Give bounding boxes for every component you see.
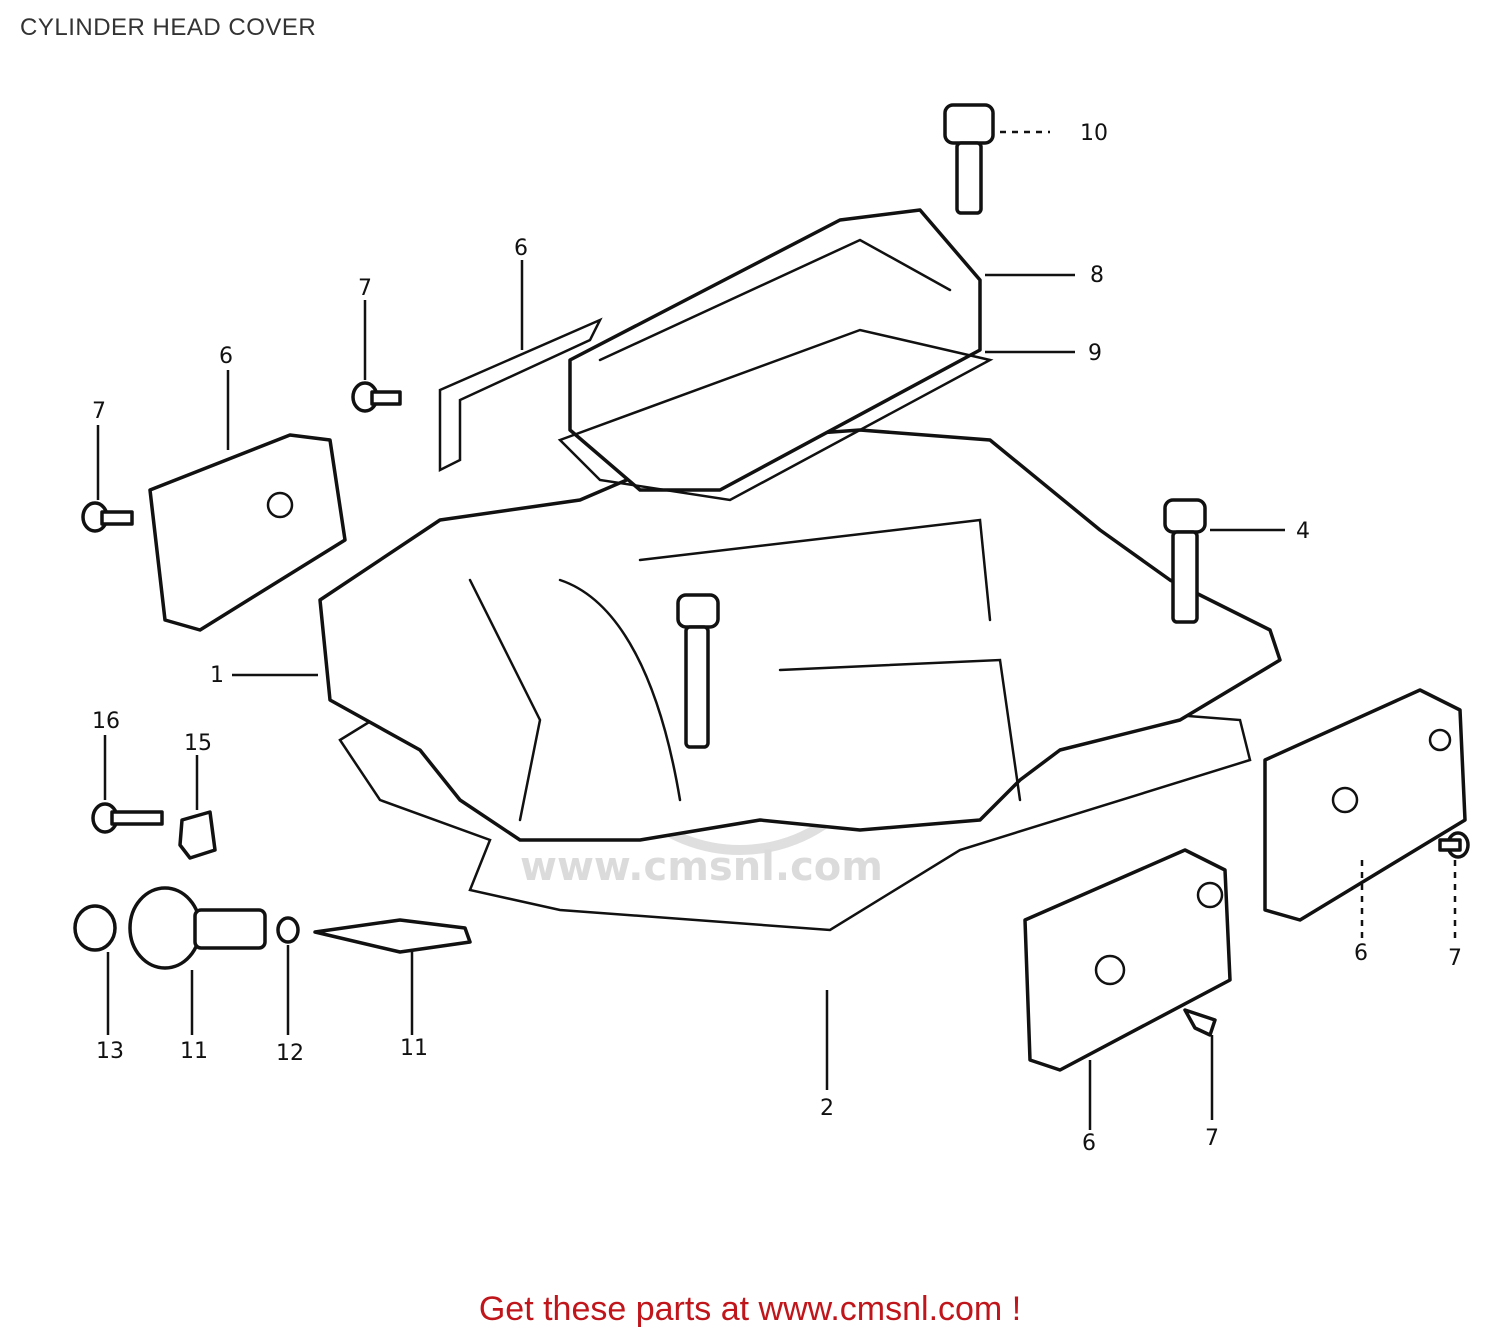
cover-rib-1 xyxy=(468,578,542,822)
callout-7-left: 7 xyxy=(92,399,106,424)
cylinder-head-cover xyxy=(318,428,1282,842)
watermark-url-text: www.cmsnl.com xyxy=(520,844,883,890)
nut-15 xyxy=(178,810,217,860)
callout-6-bottom: 6 xyxy=(1082,1131,1096,1156)
parts-diagram: cms www.cmsnl.com xyxy=(0,60,1500,1260)
side-cap-strip xyxy=(438,317,603,473)
side-cap-right-lower-hole-2 xyxy=(1094,954,1126,986)
callout-7-bottom: 7 xyxy=(1205,1126,1219,1151)
callout-1: 1 xyxy=(210,663,224,688)
side-cap-left-hole xyxy=(266,491,294,519)
breather-gasket xyxy=(557,328,994,502)
side-cap-right-lower xyxy=(1023,848,1232,1072)
callout-2: 2 xyxy=(820,1096,834,1121)
screw-7-left xyxy=(81,501,134,533)
page-title: CYLINDER HEAD COVER xyxy=(20,14,317,41)
side-cap-left xyxy=(148,433,347,632)
callout-11: 11 xyxy=(400,1036,428,1061)
plug-12 xyxy=(128,886,267,970)
callout-12: 11 xyxy=(180,1039,208,1064)
cover-rib-2 xyxy=(558,578,682,802)
screw-7-mid xyxy=(351,381,402,413)
callout-16: 16 xyxy=(92,709,120,734)
washer-13 xyxy=(276,916,300,944)
screw-7-right xyxy=(1438,831,1470,859)
callout-9: 9 xyxy=(1088,341,1102,366)
screw-7-bottom xyxy=(1183,1008,1217,1037)
side-cap-right-upper-hole-1 xyxy=(1428,728,1452,752)
callout-7-right: 7 xyxy=(1448,946,1462,971)
footer-parts-link[interactable]: Get these parts at www.cmsnl.com ! xyxy=(478,1290,1022,1328)
cover-rib-4 xyxy=(778,658,1022,802)
cover-rib-3 xyxy=(638,518,992,622)
side-cap-right-lower-hole-1 xyxy=(1196,881,1224,909)
callout-4: 4 xyxy=(1296,519,1310,544)
pin-11 xyxy=(313,918,472,954)
callout-15: 15 xyxy=(184,731,212,756)
breather-cover xyxy=(568,208,982,492)
side-cap-right-upper xyxy=(1263,688,1467,922)
callout-8: 8 xyxy=(1090,263,1104,288)
callout-7-top: 7 xyxy=(358,276,372,301)
cap-14 xyxy=(73,904,117,952)
bolt-4 xyxy=(1163,498,1207,624)
callout-6-left: 6 xyxy=(219,344,233,369)
callout-14: 13 xyxy=(96,1039,124,1064)
bolt-10 xyxy=(943,103,995,215)
callout-13: 12 xyxy=(276,1041,304,1066)
callout-6-top: 6 xyxy=(514,236,528,261)
screw-16 xyxy=(91,802,164,834)
callout-10: 10 xyxy=(1080,121,1108,146)
side-cap-right-upper-hole-2 xyxy=(1331,786,1359,814)
callout-6-right: 6 xyxy=(1354,941,1368,966)
bolt-center xyxy=(676,593,720,749)
breather-cover-edge xyxy=(598,238,952,362)
